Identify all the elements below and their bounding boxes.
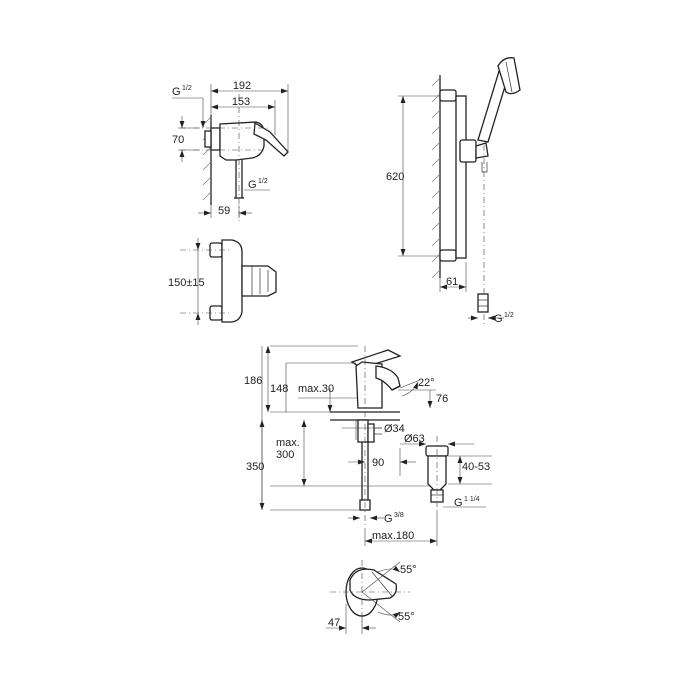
dim-70: 70 [172, 134, 184, 146]
dim-150-15: 150±15 [168, 277, 205, 289]
dim-max-300-label: max. [276, 437, 300, 449]
shower-rail-view: 620 61 G 1/2 [386, 57, 521, 325]
thread-g-rail-fraction: 1/2 [504, 312, 514, 319]
basin-mixer-top-view: 55° 55° 47 [326, 560, 417, 634]
dim-max-30: max.30 [298, 383, 334, 395]
thread-g-waste: G [454, 497, 463, 509]
dim-59: 59 [218, 205, 230, 217]
dim-55-degree-bottom: 55° [398, 611, 415, 623]
shower-mixer-side-view: 192 153 G 1/2 70 G 1/2 59 [172, 80, 289, 222]
dim-90: 90 [372, 457, 384, 469]
thread-g-outlet: G [248, 179, 257, 191]
dim-76: 76 [436, 393, 448, 405]
dim-max-300-value: 300 [276, 449, 294, 461]
thread-g-supply: G [384, 513, 393, 525]
shower-mixer-front-view: 150±15 [168, 238, 277, 325]
dim-61: 61 [446, 276, 458, 288]
thread-g-rail: G [494, 313, 503, 325]
dim-186: 186 [244, 375, 262, 387]
dim-153: 153 [232, 96, 250, 108]
dim-40-53: 40-53 [462, 461, 490, 473]
dim-diameter-63: Ø63 [404, 433, 425, 445]
dim-620: 620 [386, 171, 404, 183]
dim-350: 350 [246, 461, 264, 473]
dim-max-180: max.180 [372, 530, 414, 542]
thread-g-top-fraction: 1/2 [182, 85, 192, 92]
dim-diameter-34: Ø34 [384, 423, 405, 435]
dim-192: 192 [233, 80, 251, 92]
dim-148: 148 [270, 383, 288, 395]
thread-g-waste-fraction: 1 1/4 [464, 496, 480, 503]
dim-55-degree-top: 55° [400, 564, 417, 576]
thread-g-top: G [172, 86, 181, 98]
dim-22-degree: 22° [418, 377, 435, 389]
basin-mixer-view: 22° 76 186 148 max.30 Ø34 [244, 345, 492, 546]
dim-47: 47 [328, 617, 340, 629]
thread-g-supply-fraction: 3/8 [394, 512, 404, 519]
thread-g-outlet-fraction: 1/2 [258, 178, 268, 185]
